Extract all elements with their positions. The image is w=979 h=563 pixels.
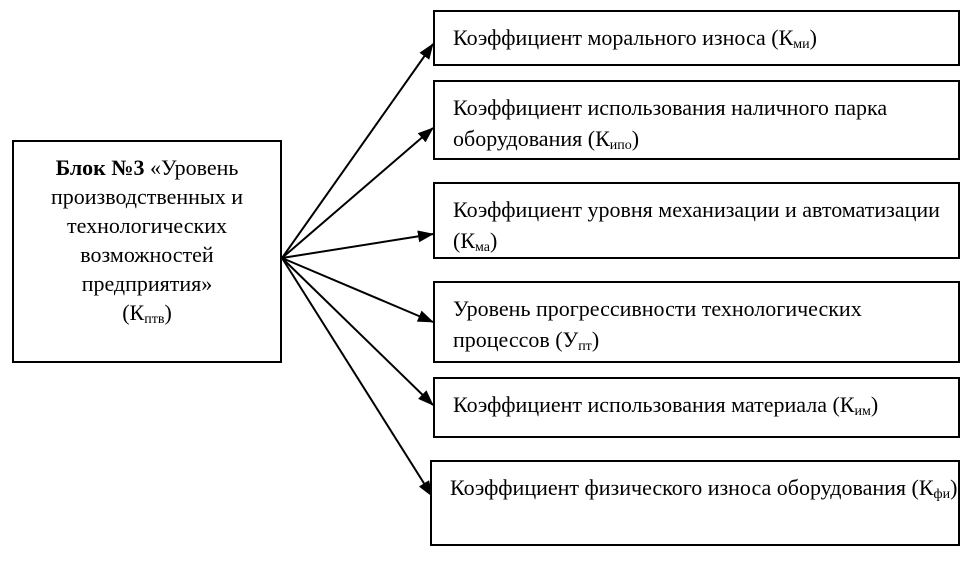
indicator-symbol-close: ): [950, 475, 958, 500]
indicator-symbol-close: ): [870, 392, 879, 417]
arrow-5: [281, 257, 434, 406]
main-block-title: «Уровень производственных и технологичес…: [50, 155, 244, 296]
indicator-symbol-close: ): [631, 126, 640, 151]
main-block-symbol: К: [129, 300, 145, 325]
indicator-symbol: К: [460, 228, 476, 253]
indicator-label: Коэффициент уровня механизации и автомат…: [453, 197, 940, 253]
indicator-symbol-subscript: ипо: [609, 138, 632, 153]
main-block-box: Блок №3 «Уровень производственных и техн…: [12, 140, 282, 363]
indicator-symbol-subscript: ми: [793, 37, 810, 52]
arrow-2: [281, 127, 434, 259]
main-block-title-bold: Блок №3: [55, 155, 145, 180]
indicator-symbol-subscript: фи: [933, 487, 951, 502]
indicator-symbol: К: [778, 25, 794, 50]
indicator-symbol-close: ): [809, 25, 817, 50]
indicator-box-equipment-usage: Коэффициент использования наличного парк…: [433, 80, 960, 160]
arrow-1: [281, 43, 434, 259]
main-block-symbol-open: (: [122, 300, 130, 325]
indicator-symbol-subscript: пт: [578, 339, 592, 354]
indicator-symbol-close: ): [591, 327, 600, 352]
indicator-box-material-usage: Коэффициент использования материала (Ким…: [433, 377, 960, 438]
main-block-symbol-subscript: птв: [144, 312, 165, 327]
indicator-label: Уровень прогрессивности технологических …: [453, 296, 862, 352]
indicator-symbol-close: ): [490, 228, 498, 253]
indicator-symbol: У: [562, 327, 579, 352]
indicator-label: Коэффициент морального износа (: [453, 25, 779, 50]
indicator-label: Коэффициент использования наличного парк…: [453, 95, 888, 151]
indicator-box-moral-wear: Коэффициент морального износа (Кми): [433, 10, 960, 66]
indicator-label: Коэффициент использования материала (: [453, 392, 840, 417]
indicator-symbol: К: [595, 126, 610, 151]
indicator-label: Коэффициент физического износа оборудова…: [450, 475, 919, 500]
indicator-box-mechanization: Коэффициент уровня механизации и автомат…: [433, 182, 960, 259]
indicator-symbol: К: [839, 392, 855, 417]
indicator-symbol: К: [918, 475, 934, 500]
indicator-symbol-subscript: ма: [475, 240, 490, 255]
main-block-text: Блок №3 «Уровень производственных и техн…: [14, 153, 280, 327]
arrow-3: [281, 230, 434, 259]
arrow-6: [281, 257, 433, 497]
indicator-box-technology-progressiveness: Уровень прогрессивности технологических …: [433, 281, 960, 363]
indicator-box-physical-wear: Коэффициент физического износа оборудова…: [430, 460, 960, 546]
indicator-symbol-subscript: им: [854, 404, 871, 419]
arrow-4: [281, 257, 434, 323]
main-block-symbol-close: ): [164, 300, 172, 325]
